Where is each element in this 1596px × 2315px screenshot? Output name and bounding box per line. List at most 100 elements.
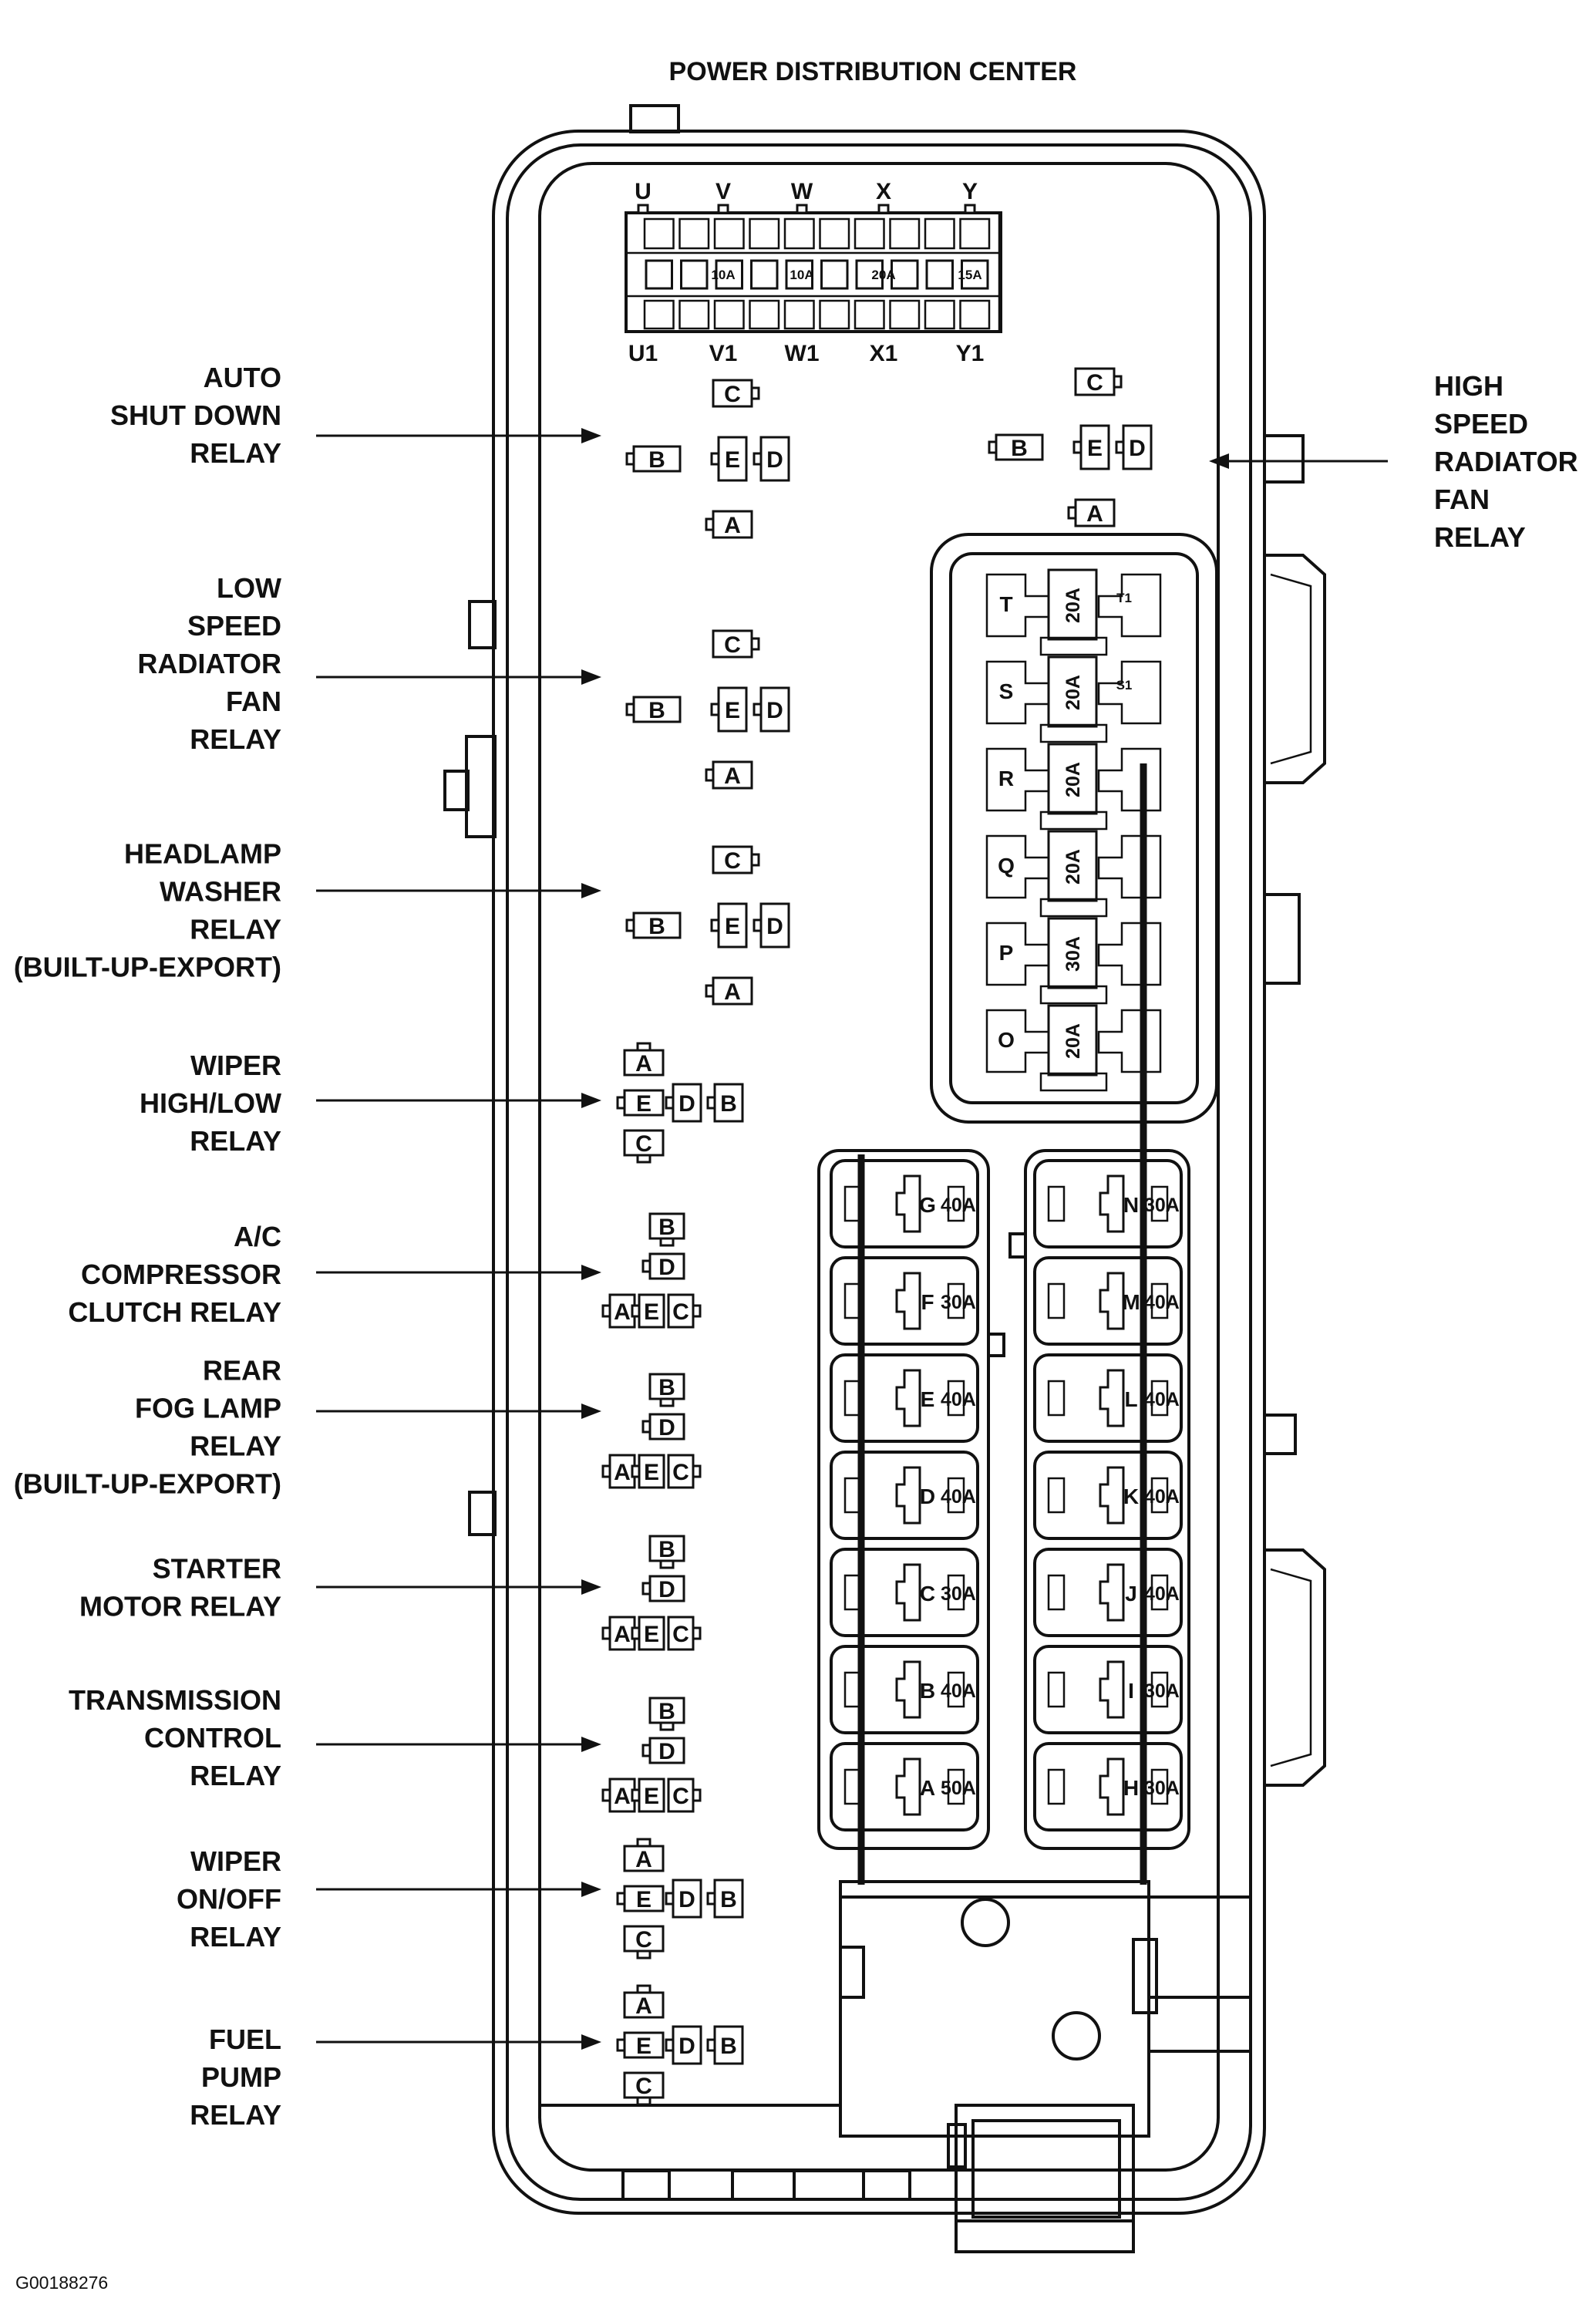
fuse-id: J: [1125, 1582, 1137, 1606]
terminal-tab: [705, 768, 715, 782]
terminal-label: C: [635, 1131, 652, 1157]
terminal-tab: [706, 1096, 716, 1110]
fuse-id: T: [999, 592, 1012, 616]
terminal-label: A: [635, 1993, 652, 2019]
top-fuse-cell: [749, 299, 780, 330]
relay-label: FAN: [226, 686, 281, 717]
fuse-body: [1047, 743, 1098, 815]
fuse-id: R: [998, 767, 1014, 790]
fuse-body: [1047, 568, 1098, 641]
cartridge-fuse-element: [1099, 1757, 1125, 1816]
relay-label: RELAY: [1434, 521, 1526, 553]
relay-terminal: [713, 2025, 744, 2065]
relay-terminal: [712, 760, 753, 790]
terminal-tab: [692, 1788, 702, 1802]
terminal-label: A: [1086, 501, 1103, 527]
terminal-tab: [753, 918, 763, 932]
cartridge-fuse-body: [830, 1159, 979, 1248]
fuse-rating: 40A: [1144, 1389, 1180, 1410]
terminal-tab: [659, 1237, 675, 1247]
terminal-label: A: [724, 979, 741, 1005]
terminal-label: D: [678, 2034, 695, 2059]
cartridge-fuse-tab: [1150, 1380, 1169, 1417]
pointer-arrow-head: [581, 2034, 601, 2050]
fuse-id: H: [1123, 1776, 1139, 1800]
relay-terminal: [648, 1413, 685, 1441]
fuse-id: K: [1123, 1484, 1139, 1508]
cavity-marker: [637, 204, 649, 214]
cartridge-fuse: A 50A: [830, 1742, 979, 1831]
cartridge-fuse-body: [830, 1742, 979, 1831]
fuse-rating: 50A: [941, 1778, 976, 1799]
terminal-tab: [1067, 506, 1077, 520]
relay-label: HIGH: [1434, 370, 1503, 402]
fuse-terminal: [1097, 834, 1162, 899]
relay-terminal: [667, 1454, 695, 1489]
relay-label: (BUILT-UP-EXPORT): [14, 1468, 281, 1500]
relay-label: RADIATOR: [1434, 446, 1578, 477]
fuse-rating: 20A: [1062, 849, 1084, 885]
relay-terminal: [712, 845, 753, 874]
terminal-label: A: [635, 1847, 652, 1872]
top-fuse-slot: [750, 259, 779, 290]
cartridge-fuse-tab: [947, 1768, 965, 1805]
cartridge-fuse-tab: [1150, 1185, 1169, 1222]
fuse-rating: 30A: [1144, 1778, 1180, 1799]
fuse-id: D: [920, 1484, 935, 1508]
fuse-clip: [1039, 636, 1108, 656]
relay-label: COMPRESSOR: [81, 1259, 281, 1290]
top-fuse-cell: [959, 299, 991, 330]
fuse-rating: 30A: [1144, 1195, 1180, 1216]
cartridge-fuse-body: [1033, 1256, 1183, 1346]
cartridge-fuse-element: [895, 1466, 921, 1525]
terminal-tab: [616, 1096, 626, 1110]
cartridge-fuse-tab: [1047, 1185, 1066, 1222]
relay-label: RADIATOR: [137, 648, 281, 679]
fuse-rating: 40A: [1144, 1583, 1180, 1605]
terminal-tab: [625, 452, 635, 466]
terminal-tab: [692, 1304, 702, 1318]
terminal-label: D: [1129, 436, 1146, 461]
fuse-rating: 30A: [941, 1583, 976, 1605]
fuse-rating: 30A: [1062, 936, 1084, 972]
relay-label: WIPER: [190, 1845, 281, 1877]
relay-label: ON/OFF: [177, 1883, 281, 1915]
cartridge-fuse-tab: [947, 1671, 965, 1708]
top-fuse-slot: [925, 259, 954, 290]
top-fuse-cell: [783, 299, 815, 330]
terminal-tab: [641, 1259, 652, 1273]
top-fuse-cell: [643, 299, 675, 330]
top-fuse-cell: [643, 217, 675, 250]
relay-terminal: [638, 1616, 665, 1651]
terminal-label: E: [725, 914, 740, 939]
top-fuse-cell: [889, 217, 921, 250]
fuse-body: [1047, 1004, 1098, 1077]
top-fuse-cell: [749, 217, 780, 250]
top-fuse-cell: [959, 217, 991, 250]
terminal-tab: [601, 1626, 611, 1640]
fuse-body: [1047, 917, 1098, 989]
fuse-id: A: [920, 1776, 935, 1800]
terminal-tab: [601, 1304, 611, 1318]
pointer-arrow-head: [581, 1265, 601, 1280]
top-fuse-cell: [924, 217, 955, 250]
cartridge-fuse-tab: [947, 1185, 965, 1222]
terminal-label: B: [658, 1699, 675, 1724]
fuse-body: [1047, 655, 1098, 728]
relay-terminal: [667, 1293, 695, 1329]
fuse-terminal: [1097, 1009, 1162, 1073]
top-fuse-slot: [785, 259, 813, 290]
pointer-arrow-head: [581, 1579, 601, 1595]
pointer-arrow-head: [1209, 453, 1229, 469]
relay-terminal: [608, 1293, 636, 1329]
top-fuse-cell: [713, 299, 745, 330]
fuse-terminal: [985, 1009, 1050, 1073]
relay-terminal: [623, 1089, 665, 1117]
fuse-rating: 40A: [1144, 1486, 1180, 1508]
